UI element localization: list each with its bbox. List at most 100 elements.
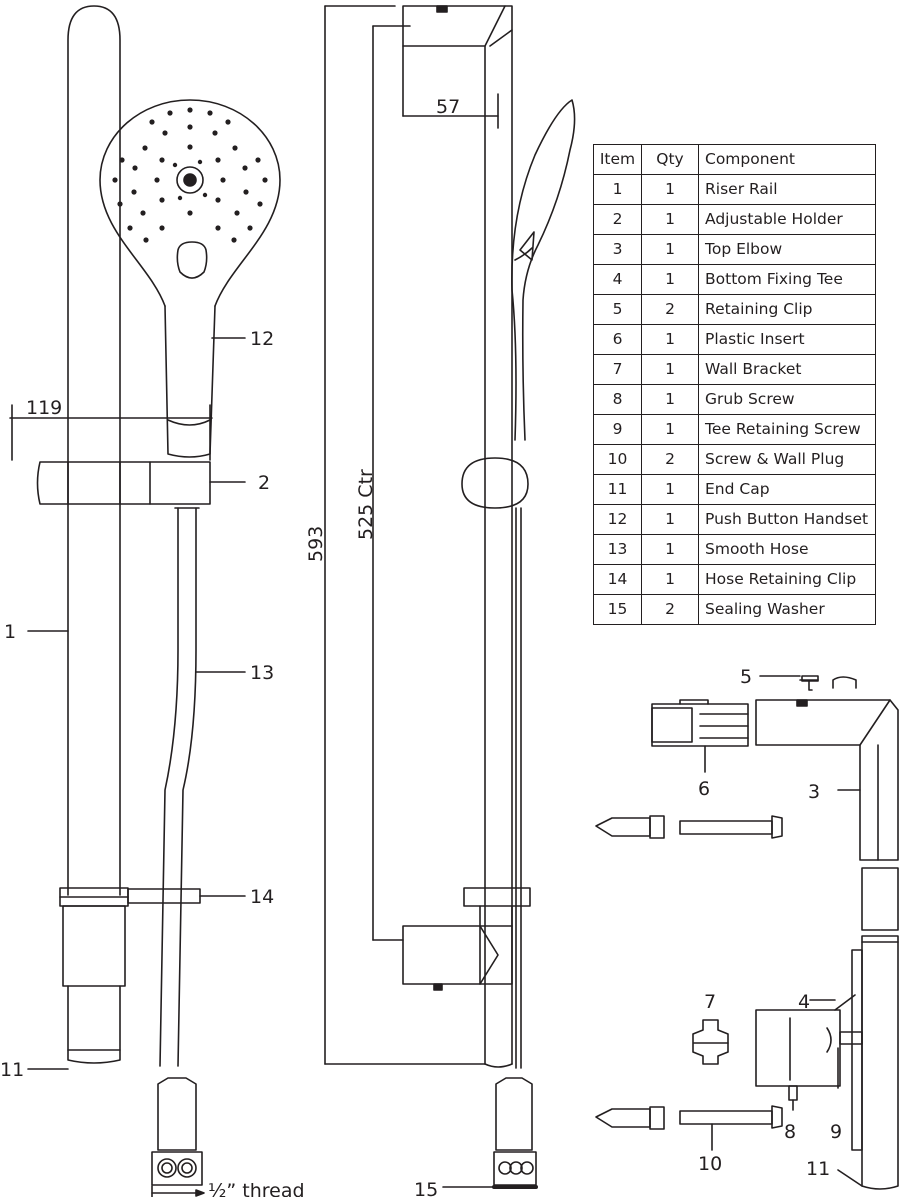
- top-wallplug-screw: [595, 815, 783, 839]
- callout-6: 6: [698, 778, 710, 800]
- callout-15: 15: [414, 1179, 438, 1197]
- cell-qty: 2: [641, 594, 699, 625]
- cell-qty: 1: [641, 234, 699, 265]
- cell-item: 12: [593, 504, 642, 535]
- cell-item: 9: [593, 414, 642, 445]
- cell-qty: 1: [641, 174, 699, 205]
- bottom-tee-side: [402, 887, 531, 991]
- callout-9: 9: [830, 1121, 842, 1143]
- dim-thread: [151, 1185, 205, 1197]
- plastic-insert-detail: [651, 699, 749, 773]
- callout-8: 8: [784, 1121, 796, 1143]
- callout-10: 10: [698, 1153, 722, 1175]
- cell-item: 14: [593, 564, 642, 595]
- cell-item: 8: [593, 384, 642, 415]
- side-view: [324, 5, 576, 1189]
- cell-qty: 1: [641, 204, 699, 235]
- callout-11-detail: 11: [806, 1158, 830, 1180]
- cell-qty: 2: [641, 444, 699, 475]
- dim-593-label: 593: [305, 526, 327, 562]
- handset-front: [99, 99, 281, 458]
- cell-component: Riser Rail: [698, 174, 876, 205]
- callout-3: 3: [808, 781, 820, 803]
- cell-component: Wall Bracket: [698, 354, 876, 385]
- dim-593: [324, 5, 486, 1065]
- adjustable-holder-front: [36, 461, 211, 505]
- hose-front: [159, 507, 200, 1067]
- holder-side: [461, 457, 529, 509]
- dim-57-label: 57: [436, 96, 460, 118]
- callout-1: 1: [4, 621, 16, 643]
- cell-component: Smooth Hose: [698, 534, 876, 565]
- riser-rail-detail: [851, 867, 899, 1190]
- cell-component: Hose Retaining Clip: [698, 564, 876, 595]
- cell-qty: 1: [641, 534, 699, 565]
- cell-item: 13: [593, 534, 642, 565]
- cell-item: 6: [593, 324, 642, 355]
- dim-119-label: 119: [26, 397, 62, 419]
- spray-nozzles: [112, 107, 268, 243]
- cell-component: Retaining Clip: [698, 294, 876, 325]
- parts-table-header: Item Qty Component: [593, 144, 876, 175]
- callout-13: 13: [250, 662, 274, 684]
- cell-item: 11: [593, 474, 642, 505]
- cell-qty: 1: [641, 504, 699, 535]
- header-qty: Qty: [641, 144, 699, 175]
- cell-component: Bottom Fixing Tee: [698, 264, 876, 295]
- header-item: Item: [593, 144, 642, 175]
- top-elbow-detail: [755, 699, 899, 861]
- handset-side: [511, 99, 576, 441]
- leader-11-detail: [837, 1169, 863, 1187]
- cell-qty: 1: [641, 474, 699, 505]
- hose-nut-front: [151, 1077, 203, 1186]
- riser-rail-front: [67, 5, 121, 896]
- cell-item: 7: [593, 354, 642, 385]
- cell-item: 1: [593, 174, 642, 205]
- bottom-wallplug-screw: [595, 1105, 783, 1151]
- cell-component: Grub Screw: [698, 384, 876, 415]
- cell-component: Top Elbow: [698, 234, 876, 265]
- callout-5: 5: [740, 666, 752, 688]
- retaining-clip-detail: [759, 675, 857, 691]
- cell-item: 15: [593, 594, 642, 625]
- cell-component: Sealing Washer: [698, 594, 876, 625]
- bottom-tee-front: [62, 905, 126, 1064]
- callout-4: 4: [798, 991, 810, 1013]
- dim-525-label: 525 Ctr: [355, 469, 377, 540]
- riser-rail-side: [484, 29, 513, 1068]
- hose-clip-front: [59, 887, 201, 907]
- cell-qty: 1: [641, 324, 699, 355]
- leaders-front: [27, 337, 246, 1070]
- callout-2: 2: [258, 472, 270, 494]
- callout-12: 12: [250, 328, 274, 350]
- cell-component: Tee Retaining Screw: [698, 414, 876, 445]
- wall-bracket-detail: [692, 1019, 729, 1065]
- callout-labels: 1 2 12 13 14 11 ½” thread 15 5 6 3 7 4 8…: [0, 328, 842, 1197]
- cell-item: 3: [593, 234, 642, 265]
- cell-component: Push Button Handset: [698, 504, 876, 535]
- cell-item: 10: [593, 444, 642, 475]
- dimension-labels: 119 57 525 Ctr 593: [26, 96, 460, 562]
- callout-11: 11: [0, 1059, 24, 1081]
- header-component: Component: [698, 144, 876, 175]
- hose-nut-side: [492, 1077, 538, 1189]
- cell-qty: 1: [641, 384, 699, 415]
- thread-label: ½” thread: [208, 1180, 305, 1197]
- bottom-tee-detail: [755, 994, 863, 1111]
- cell-item: 4: [593, 264, 642, 295]
